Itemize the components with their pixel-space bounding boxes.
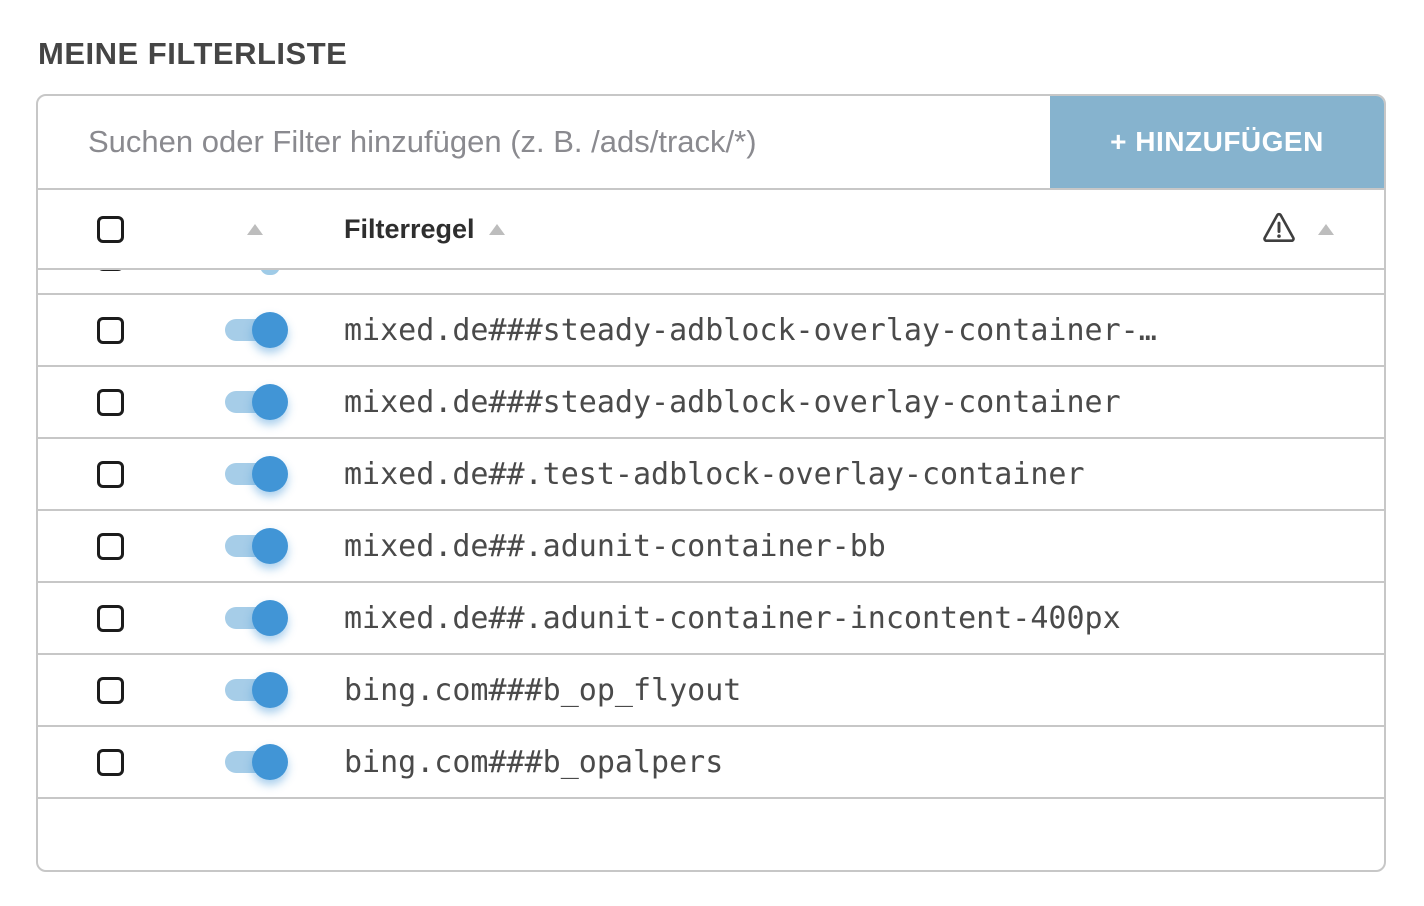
filter-list-panel: + HINZUFÜGEN Filterregel mixed.de###stea… — [36, 94, 1386, 872]
table-header-row: Filterregel — [38, 190, 1384, 270]
filter-row: mixed.de###steady-adblock-overlay-contai… — [38, 295, 1384, 367]
select-all-checkbox[interactable] — [97, 215, 124, 243]
filter-row: mixed.de##.adunit-container-incontent-40… — [38, 583, 1384, 655]
enable-toggle[interactable] — [225, 672, 288, 708]
enable-toggle[interactable] — [225, 744, 288, 780]
toggle-knob — [252, 384, 288, 420]
filter-rule-text: mixed.de##.adunit-container-bb — [344, 528, 886, 564]
toggle-knob — [252, 600, 288, 636]
filter-row: mixed.de###steady-adblock-overlay-contai… — [38, 367, 1384, 439]
filter-rule-text: bing.com###b_opalpers — [344, 744, 724, 780]
row-checkbox[interactable] — [97, 316, 124, 344]
filter-rule-text: mixed.de##.test-adblock-overlay-containe… — [344, 456, 1085, 492]
toggle-knob — [252, 312, 288, 348]
row-checkbox[interactable] — [97, 532, 124, 560]
row-checkbox[interactable] — [97, 748, 124, 776]
enable-toggle[interactable] — [225, 600, 288, 636]
enable-toggle[interactable] — [225, 456, 288, 492]
filter-rule-text: mixed.de##.adunit-container-incontent-40… — [344, 600, 1121, 636]
toggle-knob — [252, 456, 288, 492]
filter-row: bing.com###b_op_flyout — [38, 655, 1384, 727]
row-checkbox[interactable] — [97, 676, 124, 704]
row-checkbox[interactable] — [97, 460, 124, 488]
toggle-knob-partial-icon — [260, 270, 280, 275]
toggle-knob — [252, 744, 288, 780]
enable-toggle[interactable] — [225, 384, 288, 420]
warning-triangle-icon[interactable] — [1260, 212, 1298, 246]
partially-scrolled-row — [38, 270, 1384, 295]
filter-row: mixed.de##.adunit-container-bb — [38, 511, 1384, 583]
row-checkbox[interactable] — [97, 388, 124, 416]
filter-row: mixed.de##.test-adblock-overlay-containe… — [38, 439, 1384, 511]
sort-arrow-rule-column-icon[interactable] — [488, 223, 505, 235]
row-checkbox[interactable] — [97, 270, 124, 271]
filter-rule-text: mixed.de###steady-adblock-overlay-contai… — [344, 384, 1121, 420]
toggle-knob — [252, 672, 288, 708]
sort-arrow-warning-column-icon[interactable] — [1318, 223, 1334, 235]
toggle-knob — [252, 528, 288, 564]
warning-column-header — [1260, 212, 1334, 246]
enable-toggle[interactable] — [225, 528, 288, 564]
filter-rule-text: mixed.de###steady-adblock-overlay-contai… — [344, 312, 1157, 348]
page-title: MEINE FILTERLISTE — [38, 36, 348, 71]
filter-rule-text: bing.com###b_op_flyout — [344, 672, 742, 708]
row-checkbox[interactable] — [97, 604, 124, 632]
rule-column-header[interactable]: Filterregel — [344, 213, 475, 244]
empty-list-footer — [38, 799, 1384, 870]
filter-row: bing.com###b_opalpers — [38, 727, 1384, 799]
add-filter-button[interactable]: + HINZUFÜGEN — [1050, 96, 1384, 188]
sort-arrow-toggle-column-icon[interactable] — [247, 223, 263, 235]
search-input[interactable] — [38, 96, 1050, 188]
enable-toggle[interactable] — [225, 312, 288, 348]
search-row: + HINZUFÜGEN — [38, 96, 1384, 190]
